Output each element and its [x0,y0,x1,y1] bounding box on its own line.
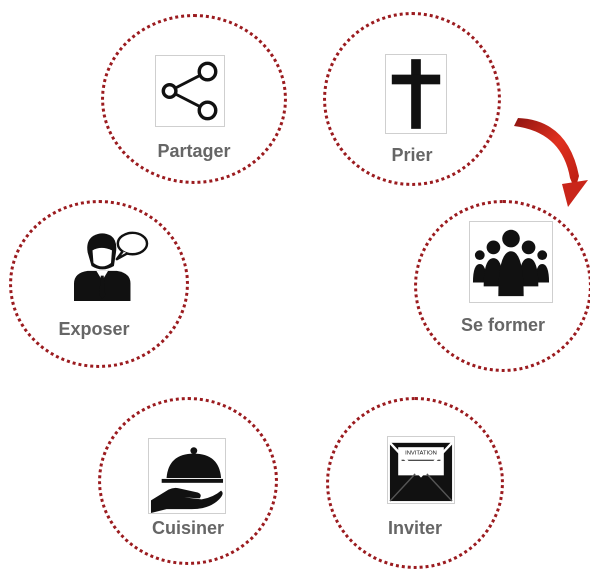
node-inviter: INVITATION Inviter [326,397,504,569]
node-cuisiner: Cuisiner [98,397,278,565]
node-se-former: Se former [414,200,590,372]
node-exposer: Exposer [9,200,189,368]
cross-icon [385,54,447,134]
group-icon [469,221,553,303]
node-label: Cuisiner [151,518,225,538]
share-icon [155,55,225,127]
node-label: Prier [391,145,433,165]
node-partager: Partager [101,14,287,184]
speaker-icon [71,226,151,302]
node-label: Inviter [387,518,443,538]
node-prier: Prier [323,12,501,186]
node-label: Exposer [58,319,130,339]
node-label: Partager [157,141,231,161]
invitation-icon: INVITATION [387,436,455,504]
cloche-icon [148,438,226,514]
node-label: Se former [460,315,546,335]
invitation-card-text: INVITATION [405,450,437,456]
